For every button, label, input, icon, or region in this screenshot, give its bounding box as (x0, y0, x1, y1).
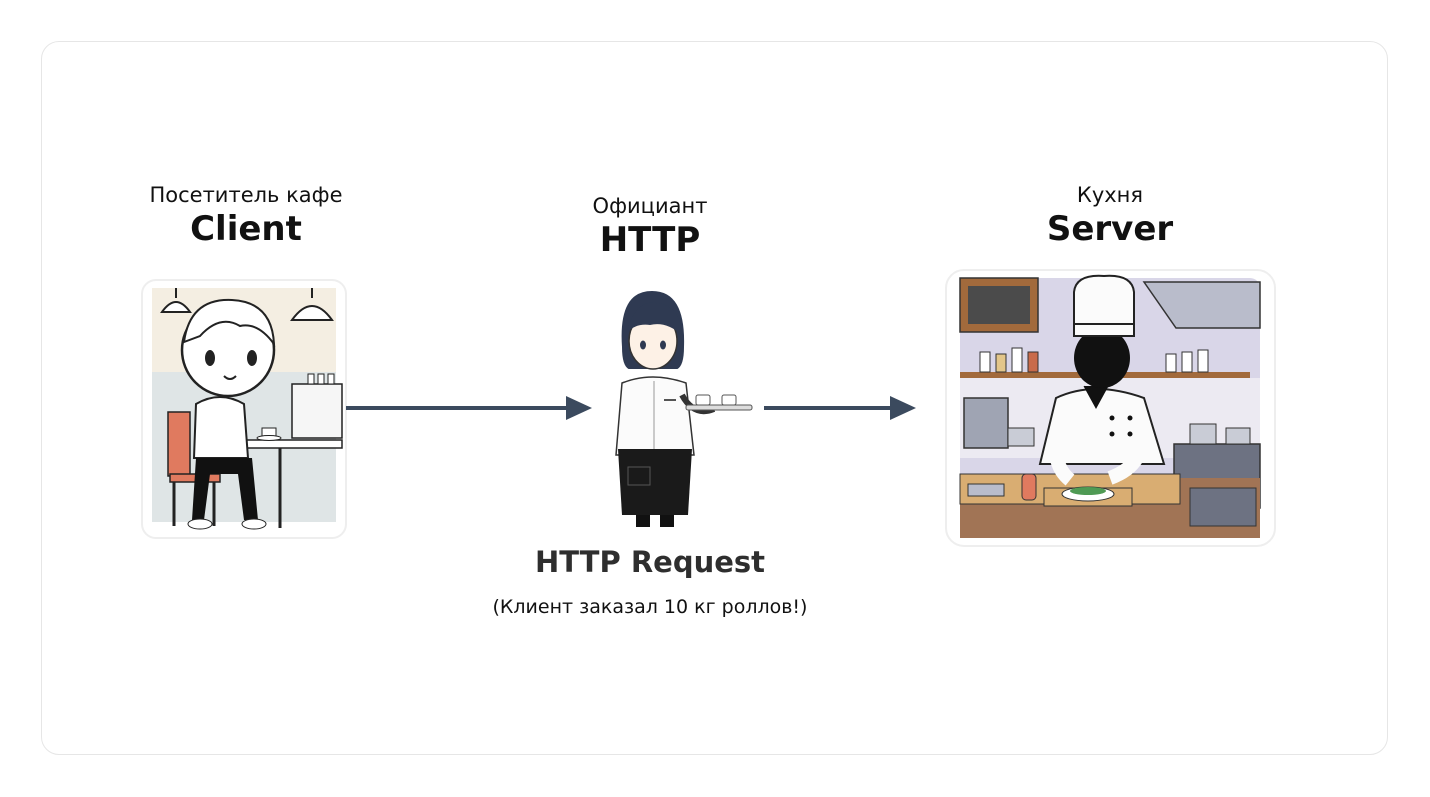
arrow-client-to-http (346, 396, 592, 420)
server-role-en: Server (1046, 209, 1174, 249)
client-caption: Посетитель кафе Client (96, 182, 396, 250)
arrow-http-to-server (764, 396, 916, 420)
client-role-en: Client (190, 209, 302, 249)
waitress-illustration (615, 286, 753, 527)
server-role-ru: Кухня (1076, 183, 1144, 207)
server-caption: Кухня Server (960, 182, 1260, 250)
request-title: HTTP Request (534, 545, 766, 579)
cafe-visitor-illustration (141, 279, 347, 539)
client-role-ru: Посетитель кафе (149, 183, 343, 207)
http-role-en: HTTP (599, 220, 701, 260)
request-note: (Клиент заказал 10 кг роллов!) (492, 596, 808, 618)
http-caption: Официант HTTP (500, 193, 800, 261)
http-role-ru: Официант (592, 194, 708, 218)
kitchen-chef-illustration (945, 269, 1276, 547)
